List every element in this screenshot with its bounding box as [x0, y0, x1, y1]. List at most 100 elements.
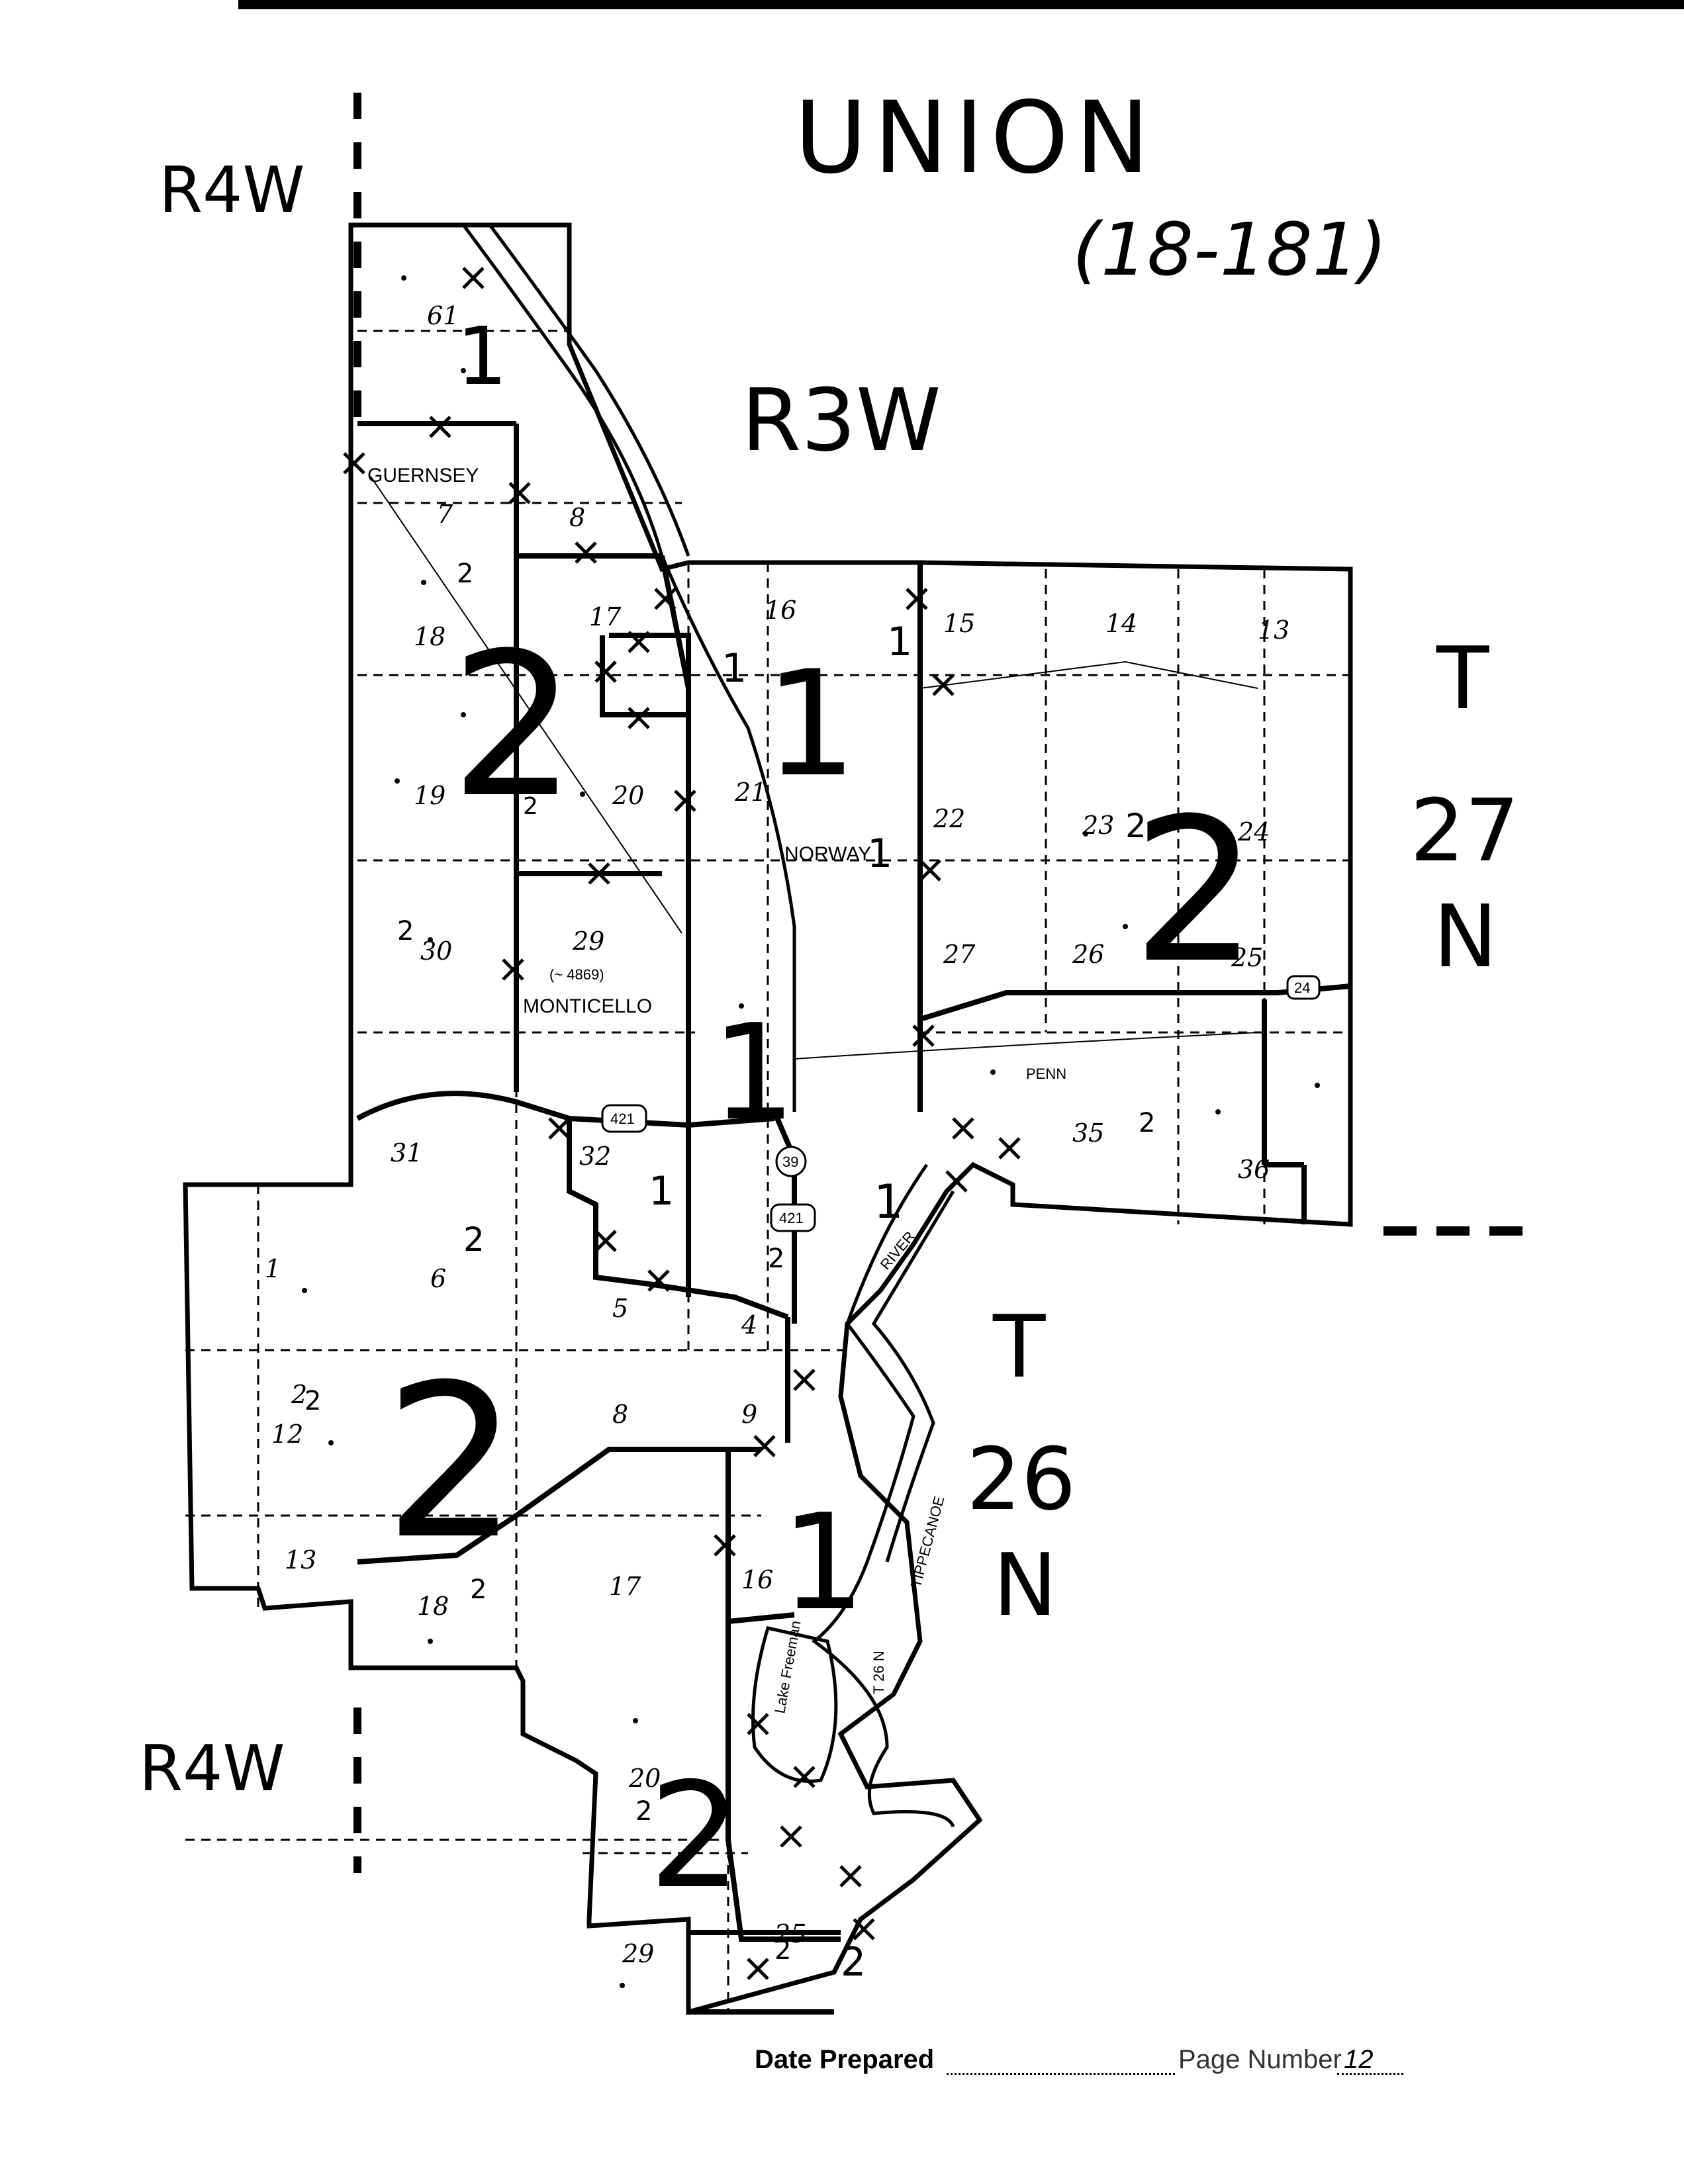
section-number: 25 [1231, 943, 1263, 972]
section-number: 61 [427, 301, 459, 330]
district-number: 2 [384, 1340, 519, 1586]
section-number: 8 [612, 1400, 628, 1429]
section-number: 17 [589, 602, 622, 631]
district-number: 1 [765, 639, 857, 809]
district-number: 2 [457, 559, 473, 589]
roads [370, 476, 1258, 1060]
section-number: 12 [271, 1420, 303, 1449]
section-number: 32 [579, 1142, 611, 1171]
range-label-west-top: R4W [159, 154, 304, 227]
section-number: 5 [612, 1294, 628, 1323]
date-prepared-label: Date Prepared [755, 2045, 935, 2074]
section-number: 35 [1072, 1118, 1104, 1148]
section-number: 30 [420, 936, 452, 966]
section-number: 2 [291, 1380, 307, 1409]
township-27-num: 27 [1410, 780, 1519, 881]
tippecanoe-river [461, 224, 955, 1828]
district-number: 1 [887, 619, 912, 665]
route-421-b: 421 [779, 1210, 804, 1226]
place-penn: PENN [1026, 1066, 1066, 1082]
place-monticello: MONTICELLO [523, 995, 652, 1017]
section-number: 7 [437, 500, 453, 529]
district-number: 2 [470, 1574, 487, 1605]
section-number: 23 [1082, 811, 1114, 840]
section-number: 13 [1258, 615, 1289, 645]
section-number: 16 [765, 596, 796, 625]
section-number: 16 [741, 1565, 773, 1594]
district-number: 1 [874, 1175, 904, 1229]
township-26-n: N [993, 1535, 1057, 1635]
section-number: 6 [430, 1264, 446, 1293]
section-number: 1 [265, 1254, 281, 1283]
district-number: 1 [867, 831, 892, 877]
monticello-note: (~ 4869) [549, 966, 604, 983]
range-label-center: R3W [741, 370, 941, 471]
district-number: 2 [304, 1386, 321, 1416]
cross-markers [343, 267, 1021, 1980]
section-number: 17 [609, 1572, 641, 1601]
township-26-t: T [992, 1297, 1046, 1397]
section-number: 20 [612, 781, 644, 810]
top-border-bar [238, 0, 1684, 9]
section-number: 36 [1238, 1155, 1270, 1184]
district-number: 2 [635, 1796, 652, 1827]
date-prepared-line [947, 2073, 1175, 2075]
page-number-label: Page Number [1178, 2045, 1342, 2074]
district-number: 1 [722, 645, 747, 692]
section-number: 18 [417, 1592, 449, 1621]
section-number: 14 [1105, 609, 1137, 638]
district-number: 2 [450, 610, 577, 841]
district-boundaries [356, 421, 1351, 2015]
section-number: 19 [414, 781, 445, 810]
section-number: 24 [1237, 817, 1270, 846]
section-number: 9 [741, 1400, 757, 1429]
section-number: 29 [572, 927, 604, 956]
section-number: 29 [622, 1939, 654, 1968]
district-number: 2 [523, 793, 538, 820]
section-number: 18 [414, 622, 445, 651]
district-number: 2 [774, 1935, 791, 1966]
page-number-line [1337, 2073, 1403, 2075]
footer: Date Prepared Page Number 12 [755, 2045, 1483, 2091]
district-number: 1 [712, 996, 796, 1150]
township-title: UNION [794, 81, 1156, 196]
section-number: 27 [943, 940, 976, 969]
township-code: (18-181) [1072, 207, 1387, 292]
district-number: 2 [1139, 1108, 1155, 1138]
district-number: 1 [781, 1486, 865, 1640]
district-number: 1 [649, 1168, 674, 1214]
route-24: 24 [1294, 979, 1310, 996]
section-number: 20 [628, 1764, 661, 1793]
district-number: 2 [463, 1220, 485, 1259]
township-27-t: T [1436, 628, 1489, 729]
section-number: 21 [734, 778, 767, 807]
township-boundary [183, 222, 1353, 2015]
district-number: 2 [841, 1939, 866, 1985]
route-421-a: 421 [610, 1111, 635, 1127]
route-39: 39 [782, 1154, 798, 1170]
township-26-num: 26 [966, 1429, 1076, 1529]
section-number: 15 [943, 609, 975, 638]
place-guernsey: GUERNSEY [367, 465, 479, 486]
river-label-tippecanoe: TIPPECANOE [908, 1494, 948, 1589]
section-number: 13 [285, 1545, 316, 1574]
t26n-map-label: T 26 N [870, 1651, 887, 1694]
district-number: 1 [457, 311, 507, 403]
section-numbers: 61 7 8 18 17 16 15 14 13 19 20 21 22 23 … [265, 301, 1289, 1968]
district-number: 2 [1125, 807, 1146, 845]
district-number: 2 [397, 916, 414, 946]
section-number: 25 [774, 1919, 806, 1948]
section-number: 22 [933, 804, 965, 833]
section-number: 4 [741, 1310, 757, 1340]
page-number-value: 12 [1344, 2045, 1374, 2074]
district-numbers: 1 2 2 1 2 1 2 2 2 2 1 1 1 2 2 1 1 1 2 2 … [304, 311, 1258, 1985]
district-number: 2 [768, 1244, 784, 1274]
range-label-west-bottom: R4W [139, 1733, 285, 1805]
route-shields [601, 975, 1321, 1232]
section-number: 26 [1072, 940, 1104, 969]
district-number: 2 [1132, 776, 1258, 1007]
corner-dots [302, 275, 1320, 1988]
section-number: 31 [391, 1138, 422, 1167]
section-number: 8 [569, 503, 585, 532]
